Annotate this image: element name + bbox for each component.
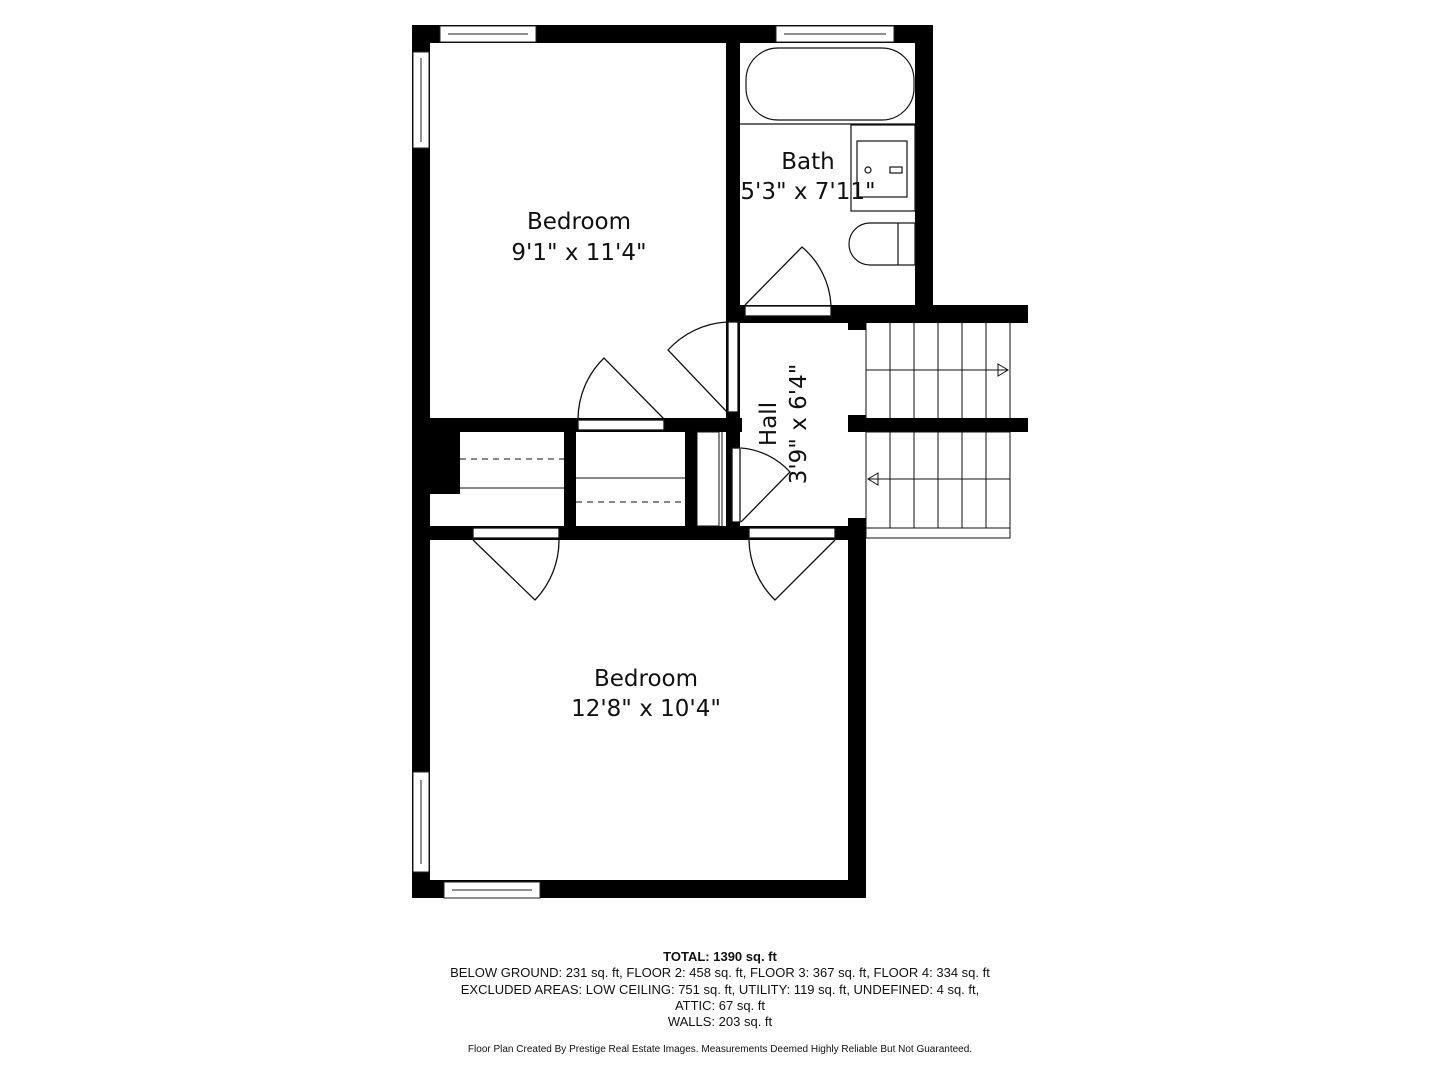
room-1-name: Bedroom [527,209,631,235]
floor-areas: BELOW GROUND: 231 sq. ft, FLOOR 2: 458 s… [450,965,990,980]
room-2-name: Bath [781,149,834,175]
room-4-dims: 12'8" x 10'4" [571,696,721,722]
attic-area: ATTIC: 67 sq. ft [674,998,766,1013]
room-4-name: Bedroom [594,666,698,692]
windows [412,25,895,899]
walls-area: WALLS: 203 sq. ft [667,1014,773,1029]
credit-line: Floor Plan Created By Prestige Real Esta… [467,1044,973,1055]
excluded-areas: EXCLUDED AREAS: LOW CEILING: 751 sq. ft,… [460,982,980,997]
stairs [865,323,1011,539]
closets [460,431,723,527]
room-labels: Bedroom 9'1" x 11'4" Bath 5'3" x 7'11" H… [511,149,875,722]
bath-fixtures [740,47,916,266]
doors [472,246,836,601]
total-area: TOTAL: 1390 sq. ft [663,949,777,964]
room-3-dims: 3'9" x 6'4" [786,364,812,485]
room-3-name: Hall [756,402,782,446]
room-1-dims: 9'1" x 11'4" [511,240,646,266]
walls [412,25,1028,898]
room-2-dims: 5'3" x 7'11" [740,179,875,205]
